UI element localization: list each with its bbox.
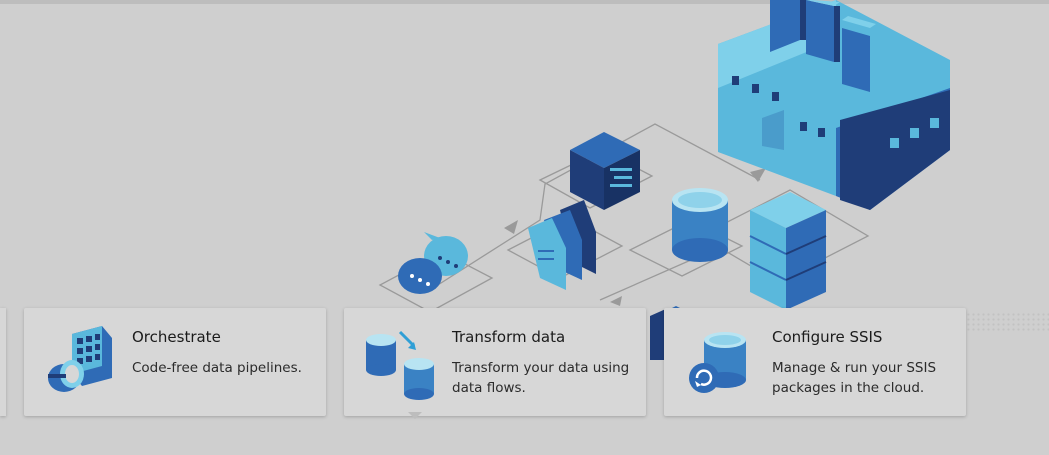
- orchestrate-card[interactable]: Orchestrate Code-free data pipelines.: [24, 308, 326, 416]
- documents-icon: [528, 200, 596, 290]
- configure-ssis-icon: [689, 332, 746, 393]
- card-title: Orchestrate: [132, 328, 221, 346]
- previous-card-edge[interactable]: [0, 308, 6, 416]
- card-description: Code-free data pipelines.: [132, 360, 302, 376]
- server-stack-icon: [749, 192, 827, 310]
- factory-icon: [718, 0, 950, 210]
- chat-bubbles-icon: [398, 232, 468, 294]
- transform-data-icon: [366, 330, 434, 400]
- database-icon: [672, 188, 728, 262]
- card-title: Configure SSIS: [772, 328, 883, 346]
- cube-icon: [570, 132, 640, 210]
- dot-grid-decoration: [966, 312, 1049, 332]
- card-description: Manage & run your SSIS packages in the c…: [772, 360, 937, 396]
- card-description: Transform your data using data flows.: [452, 360, 630, 396]
- top-border: [0, 0, 1049, 4]
- transform-data-card[interactable]: Transform data Transform your data using…: [344, 308, 646, 419]
- orchestrate-icon: [48, 326, 112, 392]
- pointer-caret: [408, 412, 422, 419]
- configure-ssis-card[interactable]: Configure SSIS Manage & run your SSIS pa…: [664, 308, 966, 416]
- card-title: Transform data: [452, 328, 566, 346]
